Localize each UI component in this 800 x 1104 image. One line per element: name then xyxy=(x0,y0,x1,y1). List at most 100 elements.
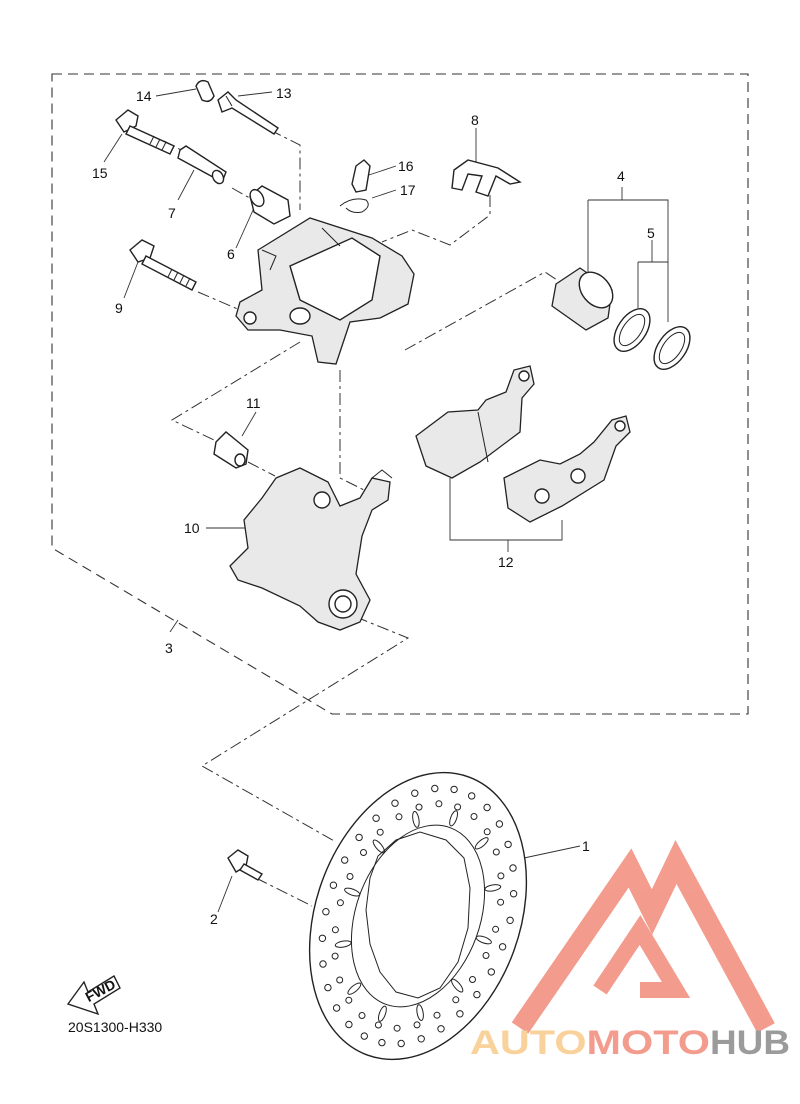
watermark-triangle-icon xyxy=(511,840,775,1034)
disc-hole xyxy=(509,864,517,872)
disc-slot xyxy=(484,884,502,892)
disc-slot xyxy=(416,1004,424,1021)
disc-hole xyxy=(393,1024,401,1032)
disc-hole xyxy=(497,898,505,906)
callout-5: 5 xyxy=(647,225,655,241)
bolt-9-part xyxy=(129,239,197,291)
disc-hole xyxy=(509,890,518,898)
disc-hole xyxy=(450,785,458,794)
leader-lines xyxy=(103,88,669,913)
callout-6: 6 xyxy=(227,246,235,262)
disc-slot xyxy=(344,887,361,897)
bleed-valve-16-part xyxy=(351,159,371,193)
disc-hole xyxy=(417,1035,425,1043)
pad-spring-8-part xyxy=(451,159,522,197)
drawing-code: 20S1300-H330 xyxy=(68,1019,162,1035)
disc-hole xyxy=(331,952,339,960)
disc-slot xyxy=(449,810,459,827)
pin-7-part xyxy=(177,145,227,185)
disc-slot xyxy=(334,940,352,948)
brake-disc-1-part xyxy=(308,771,528,1061)
disc-hole xyxy=(336,976,344,984)
disc-hole xyxy=(435,800,443,808)
callout-12: 12 xyxy=(498,554,514,570)
callout-17: 17 xyxy=(400,182,416,198)
disc-hole xyxy=(336,899,344,907)
disc-hole xyxy=(504,840,512,849)
bleed-screw-part xyxy=(217,91,279,135)
disc-hole xyxy=(495,820,504,828)
fwd-arrow-icon: FWD xyxy=(66,975,121,1016)
disc-hole xyxy=(433,1011,441,1019)
callout-15: 15 xyxy=(92,165,108,181)
callout-1: 1 xyxy=(582,838,590,854)
callout-8: 8 xyxy=(471,112,479,128)
bolt-15-part xyxy=(115,109,175,155)
disc-hole xyxy=(378,1038,386,1047)
disc-hole xyxy=(411,789,419,797)
disc-slot xyxy=(412,811,420,828)
watermark-text-hub: HUB xyxy=(710,1024,790,1062)
disc-hole xyxy=(376,828,384,836)
callout-13: 13 xyxy=(276,85,292,101)
disc-hole xyxy=(492,848,500,856)
disc-slot xyxy=(347,982,362,995)
disc-hole xyxy=(487,968,495,976)
disc-hole xyxy=(473,990,481,999)
disc-hole xyxy=(452,996,460,1004)
callout-10: 10 xyxy=(184,520,200,536)
disc-hole xyxy=(483,828,491,836)
piston-4-part xyxy=(551,267,614,331)
caliper-bracket-10-part xyxy=(229,467,393,631)
disc-hole xyxy=(469,976,476,983)
disc-hole xyxy=(456,1010,464,1018)
callout-7: 7 xyxy=(168,205,176,221)
boot-11-part xyxy=(213,431,249,469)
callout-3: 3 xyxy=(165,640,173,656)
clip-17-part xyxy=(339,198,369,213)
disc-hole xyxy=(332,1004,341,1012)
disc-slot xyxy=(377,1005,387,1022)
assembly-lines xyxy=(163,129,561,907)
callout-14: 14 xyxy=(136,88,152,104)
disc-hole xyxy=(345,1020,353,1029)
disc-hole xyxy=(346,873,354,880)
disc-hole xyxy=(492,925,500,933)
callout-16: 16 xyxy=(398,158,414,174)
disc-hole xyxy=(319,960,327,968)
disc-slot xyxy=(474,837,489,850)
disc-hole xyxy=(345,996,353,1004)
brake-pad-12a-part xyxy=(415,365,535,479)
disc-hole xyxy=(468,792,476,800)
disc-hole xyxy=(431,784,439,793)
disc-hole xyxy=(497,872,505,880)
disc-slot xyxy=(451,978,464,993)
disc-hole xyxy=(374,1021,382,1029)
disc-hole xyxy=(437,1025,445,1033)
disc-hole xyxy=(454,803,462,811)
bushing-6-part xyxy=(249,185,291,225)
disc-hole xyxy=(498,943,507,951)
disc-hole xyxy=(391,799,399,807)
cap-part xyxy=(195,79,215,103)
callout-4: 4 xyxy=(617,168,625,184)
caliper-body-upper xyxy=(235,217,415,365)
disc-hole xyxy=(341,856,349,864)
seal-5a-part xyxy=(613,308,651,352)
screw-2-part xyxy=(227,849,264,881)
callout-11: 11 xyxy=(246,395,261,411)
disc-hole xyxy=(506,916,514,924)
disc-hole xyxy=(372,814,380,822)
disc-hole xyxy=(322,908,330,916)
disc-hole xyxy=(395,813,403,821)
disc-hole xyxy=(482,952,490,959)
disc-hole xyxy=(331,926,339,934)
disc-hole xyxy=(415,803,423,811)
disc-slot xyxy=(475,935,492,945)
disc-hole xyxy=(470,813,478,820)
disc-hole xyxy=(483,803,491,812)
seal-5b-part xyxy=(653,326,691,370)
